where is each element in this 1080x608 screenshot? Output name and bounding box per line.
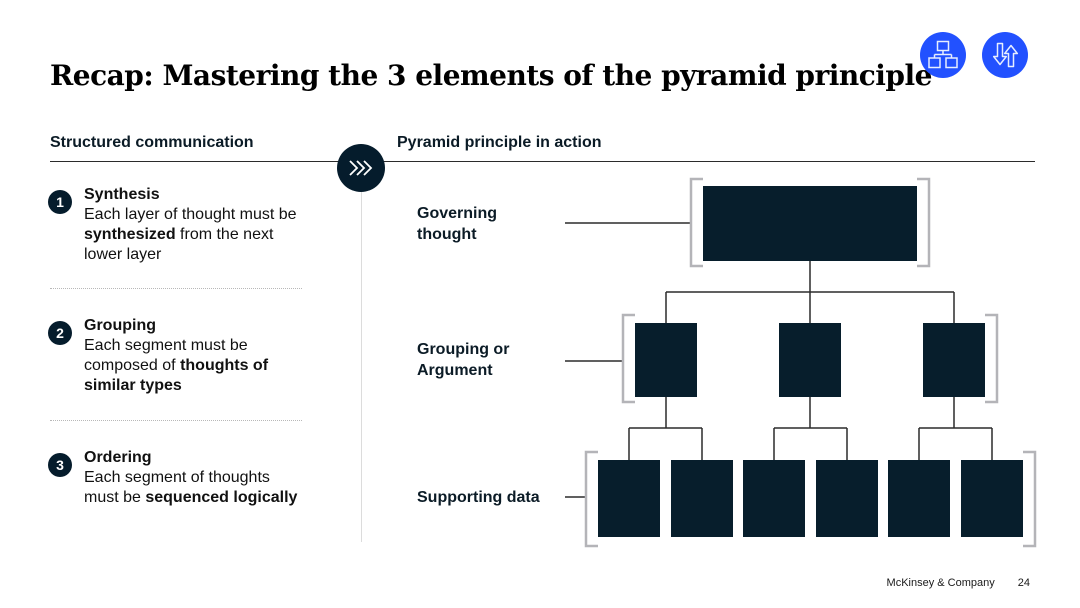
item-body: Each segment of thoughts must be sequenc… (84, 469, 298, 506)
dotted-separator (50, 288, 302, 289)
dotted-separator (50, 420, 302, 421)
data-box-4 (816, 460, 878, 537)
data-box-3 (743, 460, 805, 537)
footer-page-number: 24 (1017, 577, 1030, 589)
step-number-badge: 1 (48, 190, 72, 214)
data-box-2 (671, 460, 733, 537)
argument-box-3 (923, 323, 985, 397)
item-heading: Synthesis (84, 186, 160, 203)
data-box-6 (961, 460, 1023, 537)
org-chart-glyph (928, 40, 958, 69)
header-rule (50, 161, 1035, 162)
argument-box-2 (779, 323, 841, 397)
item-heading: Grouping (84, 317, 156, 334)
list-item-grouping: 2 Grouping Each segment must be composed… (48, 316, 318, 396)
data-box-5 (888, 460, 950, 537)
column-divider (361, 192, 362, 542)
connector-lines (565, 222, 993, 498)
right-column-header: Pyramid principle in action (397, 134, 602, 151)
label-supporting-data: Supporting data (417, 489, 540, 506)
step-number-badge: 2 (48, 321, 72, 345)
org-chart-icon (920, 32, 966, 78)
step-number: 2 (56, 325, 64, 341)
item-body: Each layer of thought must be synthesize… (84, 206, 297, 263)
up-down-arrows-icon (982, 32, 1028, 78)
item-body: Each segment must be composed of thought… (84, 337, 269, 394)
data-box-1 (598, 460, 660, 537)
step-number: 1 (56, 194, 64, 210)
slide-footer: McKinsey & Company 24 (887, 577, 1030, 589)
list-item-synthesis: 1 Synthesis Each layer of thought must b… (48, 185, 318, 265)
item-heading: Ordering (84, 449, 152, 466)
footer-company: McKinsey & Company (886, 577, 995, 589)
label-grouping-or-argument: Grouping or Argument (417, 341, 510, 379)
up-down-arrows-glyph (992, 42, 1019, 68)
list-item-ordering: 3 Ordering Each segment of thoughts must… (48, 448, 318, 508)
step-number: 3 (56, 457, 64, 473)
triple-chevron-right-icon (337, 144, 385, 192)
governing-thought-box (703, 186, 917, 261)
slide-title: Recap: Mastering the 3 elements of the p… (50, 58, 932, 92)
bracket-marks (584, 177, 1037, 548)
left-column-header: Structured communication (50, 134, 254, 151)
argument-box-1 (635, 323, 697, 397)
label-governing-thought: Governing thought (417, 205, 498, 243)
step-number-badge: 3 (48, 453, 72, 477)
